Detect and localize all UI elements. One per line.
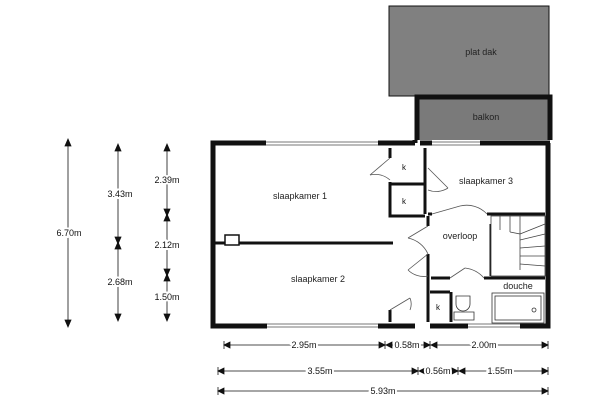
dim-total-depth: 6.70m bbox=[56, 228, 81, 238]
flat-roof bbox=[388, 5, 550, 97]
vertical-dimension-lines bbox=[64, 137, 171, 329]
room-label-slaapkamer-2: slaapkamer 2 bbox=[291, 274, 345, 284]
dim-width-row2-b: 0.56m bbox=[425, 366, 450, 376]
dim-depth-inner-top: 2.39m bbox=[154, 175, 179, 185]
room-label-douche: douche bbox=[503, 281, 533, 291]
windows bbox=[266, 141, 520, 328]
dim-width-row2-a: 3.55m bbox=[307, 366, 332, 376]
room-label-slaapkamer-1: slaapkamer 1 bbox=[273, 191, 327, 201]
closet-label-2: k bbox=[402, 197, 407, 206]
balcony-railing bbox=[414, 94, 553, 140]
balcony-label: balkon bbox=[473, 112, 500, 122]
dim-total-width: 5.93m bbox=[370, 386, 395, 396]
dim-width-row1-b: 0.58m bbox=[394, 340, 419, 350]
room-label-overloop: overloop bbox=[443, 231, 478, 241]
dim-depth-inner-mid: 2.12m bbox=[154, 240, 179, 250]
dim-depth-left-bottom: 2.68m bbox=[107, 277, 132, 287]
staircase bbox=[490, 215, 546, 277]
dim-width-row2-c: 1.55m bbox=[487, 366, 512, 376]
dim-depth-inner-bottom: 1.50m bbox=[154, 292, 179, 302]
doors bbox=[369, 157, 488, 311]
balcony bbox=[417, 97, 550, 140]
room-label-slaapkamer-3: slaapkamer 3 bbox=[459, 176, 513, 186]
chimney-box bbox=[224, 234, 240, 246]
flat-roof-label: plat dak bbox=[465, 47, 497, 57]
dim-width-row1-c: 2.00m bbox=[471, 340, 496, 350]
bathroom-fixtures bbox=[453, 292, 545, 324]
dim-depth-left-top: 3.43m bbox=[107, 189, 132, 199]
horizontal-dimension-lines bbox=[217, 341, 549, 395]
closet-label-1: k bbox=[402, 163, 407, 172]
outer-walls bbox=[210, 140, 551, 329]
closet-label-3: k bbox=[436, 303, 441, 312]
dim-width-row1-a: 2.95m bbox=[291, 340, 316, 350]
